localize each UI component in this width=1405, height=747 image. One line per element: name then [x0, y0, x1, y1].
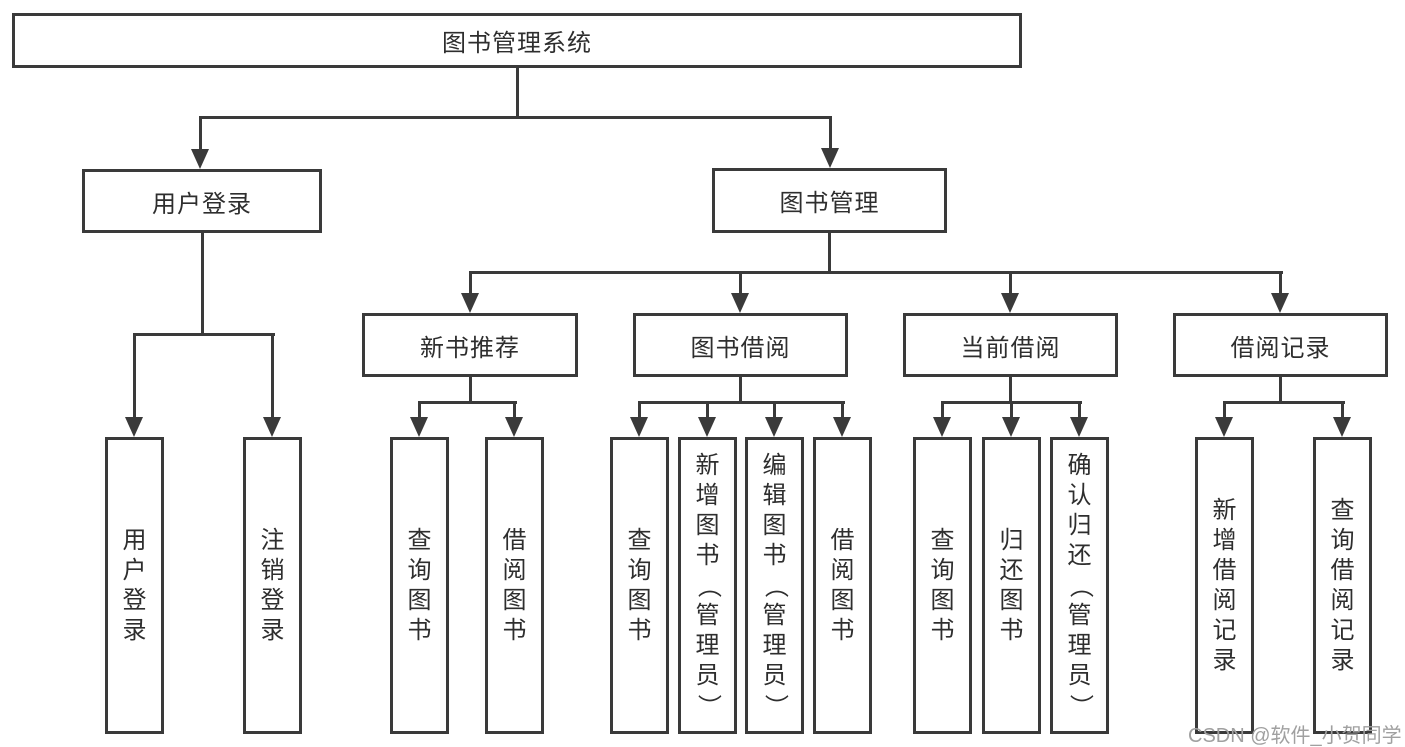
node-book-management: 图书管理: [712, 168, 947, 233]
leaf-query-books-borrowing: 查询图书: [610, 437, 669, 734]
arrow-down-icon: [630, 403, 648, 437]
arrow-down-icon: [410, 403, 428, 437]
leaf-edit-book-admin: 编辑图书（管理员）: [745, 437, 804, 734]
node-new-book-recommendation: 新书推荐: [362, 313, 578, 377]
leaf-confirm-return-admin: 确认归还（管理员）: [1050, 437, 1109, 734]
arrow-down-icon: [505, 403, 523, 437]
arrow-down-icon: [263, 335, 281, 437]
arrow-down-icon: [461, 273, 479, 313]
arrow-down-icon: [731, 273, 749, 313]
node-book-borrowing: 图书借阅: [633, 313, 848, 377]
arrow-down-icon: [933, 403, 951, 437]
arrow-down-icon: [833, 403, 851, 437]
arrow-down-icon: [698, 403, 716, 437]
node-current-borrowing: 当前借阅: [903, 313, 1118, 377]
arrow-down-icon: [1070, 403, 1088, 437]
leaf-user-login: 用户登录: [105, 437, 164, 734]
leaf-add-book-admin: 新增图书（管理员）: [678, 437, 737, 734]
leaf-query-borrow-record: 查询借阅记录: [1313, 437, 1372, 734]
connector-line: [515, 68, 519, 118]
connector-line: [198, 116, 832, 119]
leaf-query-books-recommend: 查询图书: [390, 437, 449, 734]
arrow-down-icon: [821, 118, 839, 168]
connector-line: [637, 401, 845, 404]
connector-line: [132, 333, 275, 336]
arrow-down-icon: [1333, 403, 1351, 437]
node-library-management-system: 图书管理系统: [12, 13, 1022, 68]
csdn-watermark: CSDN @软件_小贺同学: [1188, 725, 1402, 747]
arrow-down-icon: [1002, 403, 1020, 437]
arrow-down-icon: [191, 118, 209, 169]
connector-line: [200, 233, 204, 335]
leaf-borrow-books-borrowing: 借阅图书: [813, 437, 872, 734]
connector-line: [1278, 377, 1282, 403]
leaf-logout: 注销登录: [243, 437, 302, 734]
arrow-down-icon: [1271, 273, 1289, 313]
arrow-down-icon: [765, 403, 783, 437]
node-borrowing-records: 借阅记录: [1173, 313, 1388, 377]
arrow-down-icon: [1001, 273, 1019, 313]
node-user-login: 用户登录: [82, 169, 322, 233]
connector-line: [1222, 401, 1345, 404]
leaf-add-borrow-record: 新增借阅记录: [1195, 437, 1254, 734]
leaf-return-book: 归还图书: [982, 437, 1041, 734]
connector-line: [738, 377, 742, 403]
connector-line: [827, 233, 831, 273]
connector-line: [468, 377, 472, 403]
leaf-query-books-current: 查询图书: [913, 437, 972, 734]
connector-line: [417, 401, 517, 404]
connector-line: [940, 401, 1082, 404]
connector-line: [1008, 377, 1012, 403]
connector-line: [468, 271, 1283, 274]
arrow-down-icon: [125, 335, 143, 437]
arrow-down-icon: [1215, 403, 1233, 437]
leaf-borrow-books-recommend: 借阅图书: [485, 437, 544, 734]
